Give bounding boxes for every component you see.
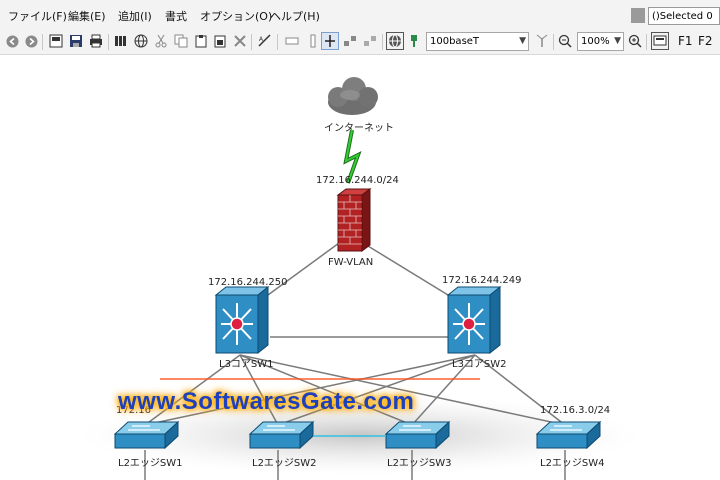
vertical-line-icon[interactable] bbox=[305, 33, 321, 49]
antenna-icon[interactable] bbox=[534, 33, 550, 49]
diagram-svg bbox=[80, 77, 640, 480]
core-switch-1-icon[interactable] bbox=[214, 285, 270, 355]
globe-icon[interactable] bbox=[133, 33, 149, 49]
print-icon[interactable] bbox=[88, 33, 104, 49]
status-indicator bbox=[631, 8, 645, 23]
monitor-icon[interactable] bbox=[651, 32, 669, 50]
selection-status: ()Selected 0 bbox=[648, 7, 720, 25]
save-icon[interactable] bbox=[68, 33, 84, 49]
edge-switch-2-icon[interactable] bbox=[248, 420, 315, 450]
separator bbox=[251, 34, 252, 50]
separator bbox=[42, 34, 43, 50]
wan-subnet-label: 172.16.244.0/24 bbox=[316, 175, 399, 186]
edge1-label: L2エッジSW1 bbox=[118, 458, 183, 469]
diagram-canvas[interactable]: インターネット 172.16.244.0/24 FW-VLAN 172.16.2… bbox=[0, 55, 720, 480]
zoom-in-icon[interactable] bbox=[627, 33, 643, 49]
menu-add[interactable]: 追加(I) bbox=[118, 10, 152, 23]
menu-options[interactable]: オプション(O) bbox=[200, 10, 273, 23]
f1-button[interactable]: F1 bbox=[678, 34, 693, 48]
link-core1-edge3 bbox=[239, 354, 413, 426]
edge-switch-4-icon[interactable] bbox=[535, 420, 602, 450]
watermark-text: www.SoftwaresGate.com bbox=[118, 388, 415, 415]
svg-text:A: A bbox=[259, 36, 264, 43]
wan-link bbox=[344, 129, 360, 184]
link-fw-core1 bbox=[267, 234, 351, 296]
rectangle-tool-icon[interactable] bbox=[284, 33, 300, 49]
link-core2-edge4 bbox=[474, 354, 566, 426]
link-core1-edge4 bbox=[239, 354, 566, 426]
separator bbox=[277, 34, 278, 50]
ungroup-icon[interactable] bbox=[362, 33, 378, 49]
core1-label: L3コアSW1 bbox=[219, 359, 274, 370]
measure-icon[interactable]: A bbox=[257, 33, 273, 49]
core2-label: L3コアSW2 bbox=[452, 359, 507, 370]
separator bbox=[382, 34, 383, 50]
internet-cloud-icon[interactable] bbox=[328, 77, 378, 115]
group-icon[interactable] bbox=[342, 33, 358, 49]
chevron-down-icon: ▼ bbox=[519, 36, 526, 46]
firewall-label: FW-VLAN bbox=[328, 257, 374, 268]
link-core2-edge3 bbox=[411, 354, 476, 426]
library-icon[interactable] bbox=[113, 33, 129, 49]
internet-label: インターネット bbox=[324, 123, 394, 134]
edge3-label: L2エッジSW3 bbox=[387, 458, 452, 469]
edge-switch-3-icon[interactable] bbox=[384, 420, 451, 450]
zoom-select[interactable]: 100% ▼ bbox=[577, 32, 624, 51]
forward-icon[interactable] bbox=[23, 33, 39, 49]
edge4-label: L2エッジSW4 bbox=[540, 458, 605, 469]
network-globe-icon[interactable] bbox=[386, 32, 404, 50]
menu-bar: ファイル(F) 編集(E) 追加(I) 書式 オプション(O) ヘルプ(H) (… bbox=[0, 0, 720, 30]
copy-icon[interactable] bbox=[173, 33, 189, 49]
connect-tool-icon[interactable] bbox=[321, 32, 339, 50]
menu-format[interactable]: 書式 bbox=[165, 10, 187, 23]
edge2-label: L2エッジSW2 bbox=[252, 458, 317, 469]
cut-icon[interactable] bbox=[153, 33, 169, 49]
menu-help[interactable]: ヘルプ(H) bbox=[270, 10, 320, 23]
firewall-icon[interactable] bbox=[336, 188, 372, 252]
core2-ip-label: 172.16.244.249 bbox=[442, 275, 522, 286]
edge4-subnet-label: 172.16.3.0/24 bbox=[540, 405, 611, 416]
edge-switch-1-icon[interactable] bbox=[113, 420, 180, 450]
delete-icon[interactable] bbox=[232, 33, 248, 49]
back-icon[interactable] bbox=[4, 33, 20, 49]
zoom-value: 100% bbox=[581, 36, 610, 47]
separator bbox=[553, 34, 554, 50]
separator bbox=[646, 34, 647, 50]
link-core2-edge2 bbox=[277, 354, 476, 426]
core1-ip-label: 172.16.244.250 bbox=[208, 277, 288, 288]
chevron-down-icon: ▼ bbox=[614, 36, 621, 46]
f2-button[interactable]: F2 bbox=[698, 34, 713, 48]
core-switch-2-icon[interactable] bbox=[446, 285, 502, 355]
link-core2-edge1 bbox=[144, 354, 476, 426]
menu-file[interactable]: ファイル(F) bbox=[8, 10, 67, 23]
separator bbox=[108, 34, 109, 50]
edge1-subnet-label: 172.16 bbox=[116, 405, 151, 416]
link-type-value: 100baseT bbox=[430, 36, 480, 47]
link-core1-edge2 bbox=[239, 354, 279, 426]
paste-icon[interactable] bbox=[193, 33, 209, 49]
switch-shadow bbox=[80, 395, 640, 475]
paste-special-icon[interactable] bbox=[212, 33, 228, 49]
toolbar: A 100baseT ▼ 100% ▼ F1 F2 bbox=[0, 30, 720, 55]
link-type-select[interactable]: 100baseT ▼ bbox=[426, 32, 529, 51]
menu-edit[interactable]: 編集(E) bbox=[68, 10, 106, 23]
cable-plug-icon[interactable] bbox=[406, 33, 422, 49]
new-file-icon[interactable] bbox=[48, 33, 64, 49]
link-core1-edge1 bbox=[144, 354, 241, 426]
zoom-out-icon[interactable] bbox=[557, 33, 573, 49]
